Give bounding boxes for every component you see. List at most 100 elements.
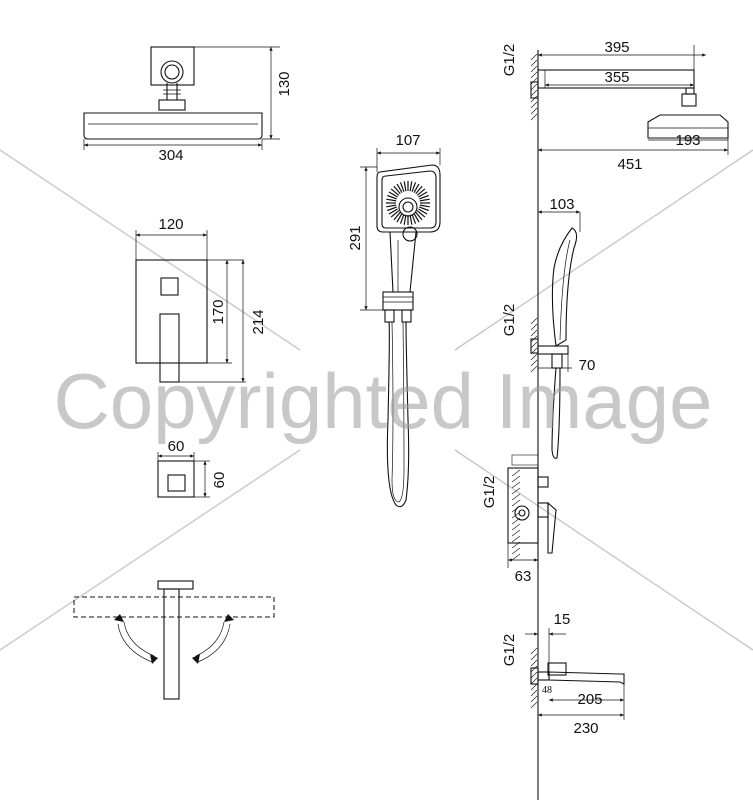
dim-mixer-height-outer: 214 <box>250 309 267 334</box>
mixer-plate <box>135 230 246 383</box>
dim-arm-length: 355 <box>604 69 629 86</box>
nozzle-ray <box>396 213 403 223</box>
wall-hatch-line <box>511 481 521 489</box>
dim-head-diameter-side: 193 <box>675 132 700 149</box>
spout-top-view <box>73 580 275 700</box>
dim-head-width: 304 <box>158 147 183 164</box>
nozzle-ray <box>386 204 397 208</box>
wall-hatch-line <box>530 83 538 91</box>
wall-hatch-line <box>530 113 538 121</box>
wall-hatch-line <box>530 317 538 325</box>
nozzle-ray <box>409 181 413 192</box>
hand-shower <box>360 148 441 508</box>
wall-hatch-line <box>530 683 538 691</box>
wall-hatch-line <box>511 487 521 495</box>
wall-hatch-line <box>530 671 538 679</box>
thread-label-mixer: G1/2 <box>481 476 498 509</box>
nozzle-ray <box>419 198 430 202</box>
spray-nozzles <box>386 181 430 225</box>
nozzle-ray <box>399 182 405 192</box>
dim-mixer-depth: 63 <box>515 568 532 585</box>
nozzle-ray <box>415 185 423 195</box>
holder-side-view <box>530 210 581 459</box>
nozzle-ray <box>387 194 397 200</box>
dim-mixer-height-inner: 170 <box>210 299 227 324</box>
watermark-text: Copyrighted Image <box>53 357 712 445</box>
dim-holder-reach: 103 <box>549 196 574 213</box>
nozzle-ray <box>409 214 413 225</box>
nozzle-ray <box>419 204 430 208</box>
wall-hatch-line <box>530 77 538 85</box>
nozzle-ray <box>419 194 429 200</box>
nozzle-ray <box>403 214 407 225</box>
nozzle-ray <box>386 198 397 202</box>
wall-hatch-line <box>530 689 538 697</box>
thread-label-holder: G1/2 <box>501 304 518 337</box>
wall-hatch-line <box>530 89 538 97</box>
wall-hatch-line <box>511 529 521 537</box>
nozzle-ray <box>403 181 407 192</box>
thread-label-overhead: G1/2 <box>501 44 518 77</box>
wall-hatch-line <box>511 523 521 531</box>
wall-hatch-line <box>530 101 538 109</box>
dim-outlet-width: 60 <box>168 438 185 455</box>
nozzle-ray <box>411 214 417 224</box>
dim-outlet-height: 60 <box>211 472 228 489</box>
nozzle-ray <box>416 210 426 218</box>
wall-hatch-line <box>530 701 538 709</box>
dim-spout-total: 230 <box>573 720 598 737</box>
dim-spout-offset: 15 <box>554 611 571 628</box>
dim-arm-total: 395 <box>604 39 629 56</box>
thread-label-spout: G1/2 <box>501 634 518 667</box>
wall-hatch-line <box>530 107 538 115</box>
nozzle-ray <box>388 208 398 215</box>
wall-hatch-line <box>511 553 521 561</box>
wall-hatch-line <box>511 493 521 501</box>
dim-head-height: 130 <box>276 71 293 96</box>
wall-hatch-line <box>530 323 538 331</box>
nozzle-ray <box>416 188 426 196</box>
wall-hatch-line <box>530 65 538 73</box>
dim-handshower-width: 107 <box>395 132 420 149</box>
spout-side-view <box>525 628 625 720</box>
dim-spout-48: 48 <box>542 685 552 696</box>
dim-mixer-width: 120 <box>158 216 183 233</box>
wall-hatch-line <box>530 677 538 685</box>
wall-hatch-line <box>530 365 538 373</box>
wall-hatch-line <box>530 71 538 79</box>
shower-head-front-view <box>83 46 280 150</box>
dim-spout-length: 205 <box>577 691 602 708</box>
wall-hatch-line <box>530 653 538 661</box>
dim-handshower-length: 291 <box>347 225 364 250</box>
wall-hatch-line <box>530 695 538 703</box>
wall-hatch-line <box>511 475 521 483</box>
wall-hatch-line <box>530 329 538 337</box>
nozzle-ray <box>393 185 401 195</box>
wall-hatch-line <box>530 341 538 349</box>
wall-hatch-line <box>530 659 538 667</box>
nozzle-ray <box>411 182 417 192</box>
wall-hatch-line <box>530 647 538 655</box>
nozzle-ray <box>387 206 397 212</box>
nozzle-ray <box>413 213 420 223</box>
mixer-side-view <box>507 454 557 568</box>
wall-hatch-line <box>530 359 538 367</box>
wall-hatch-line <box>530 95 538 103</box>
dim-holder-depth: 70 <box>579 357 596 374</box>
dim-head-reach: 451 <box>617 156 642 173</box>
wall-hatch-line <box>530 353 538 361</box>
nozzle-ray <box>390 188 400 196</box>
wall-hatch-line <box>511 469 521 477</box>
nozzle-ray <box>418 191 428 198</box>
overhead-shower-side-view <box>530 45 729 155</box>
wall-hatch-line <box>511 499 521 507</box>
nozzle-ray <box>388 191 398 198</box>
wall-hatch-line <box>511 535 521 543</box>
wall-hatch-line <box>530 59 538 67</box>
wall-hatch-line <box>530 665 538 673</box>
nozzle-ray <box>419 206 429 212</box>
wall-hatch-line <box>530 53 538 61</box>
wall-hatch-line <box>511 547 521 555</box>
nozzle-ray <box>415 211 423 221</box>
